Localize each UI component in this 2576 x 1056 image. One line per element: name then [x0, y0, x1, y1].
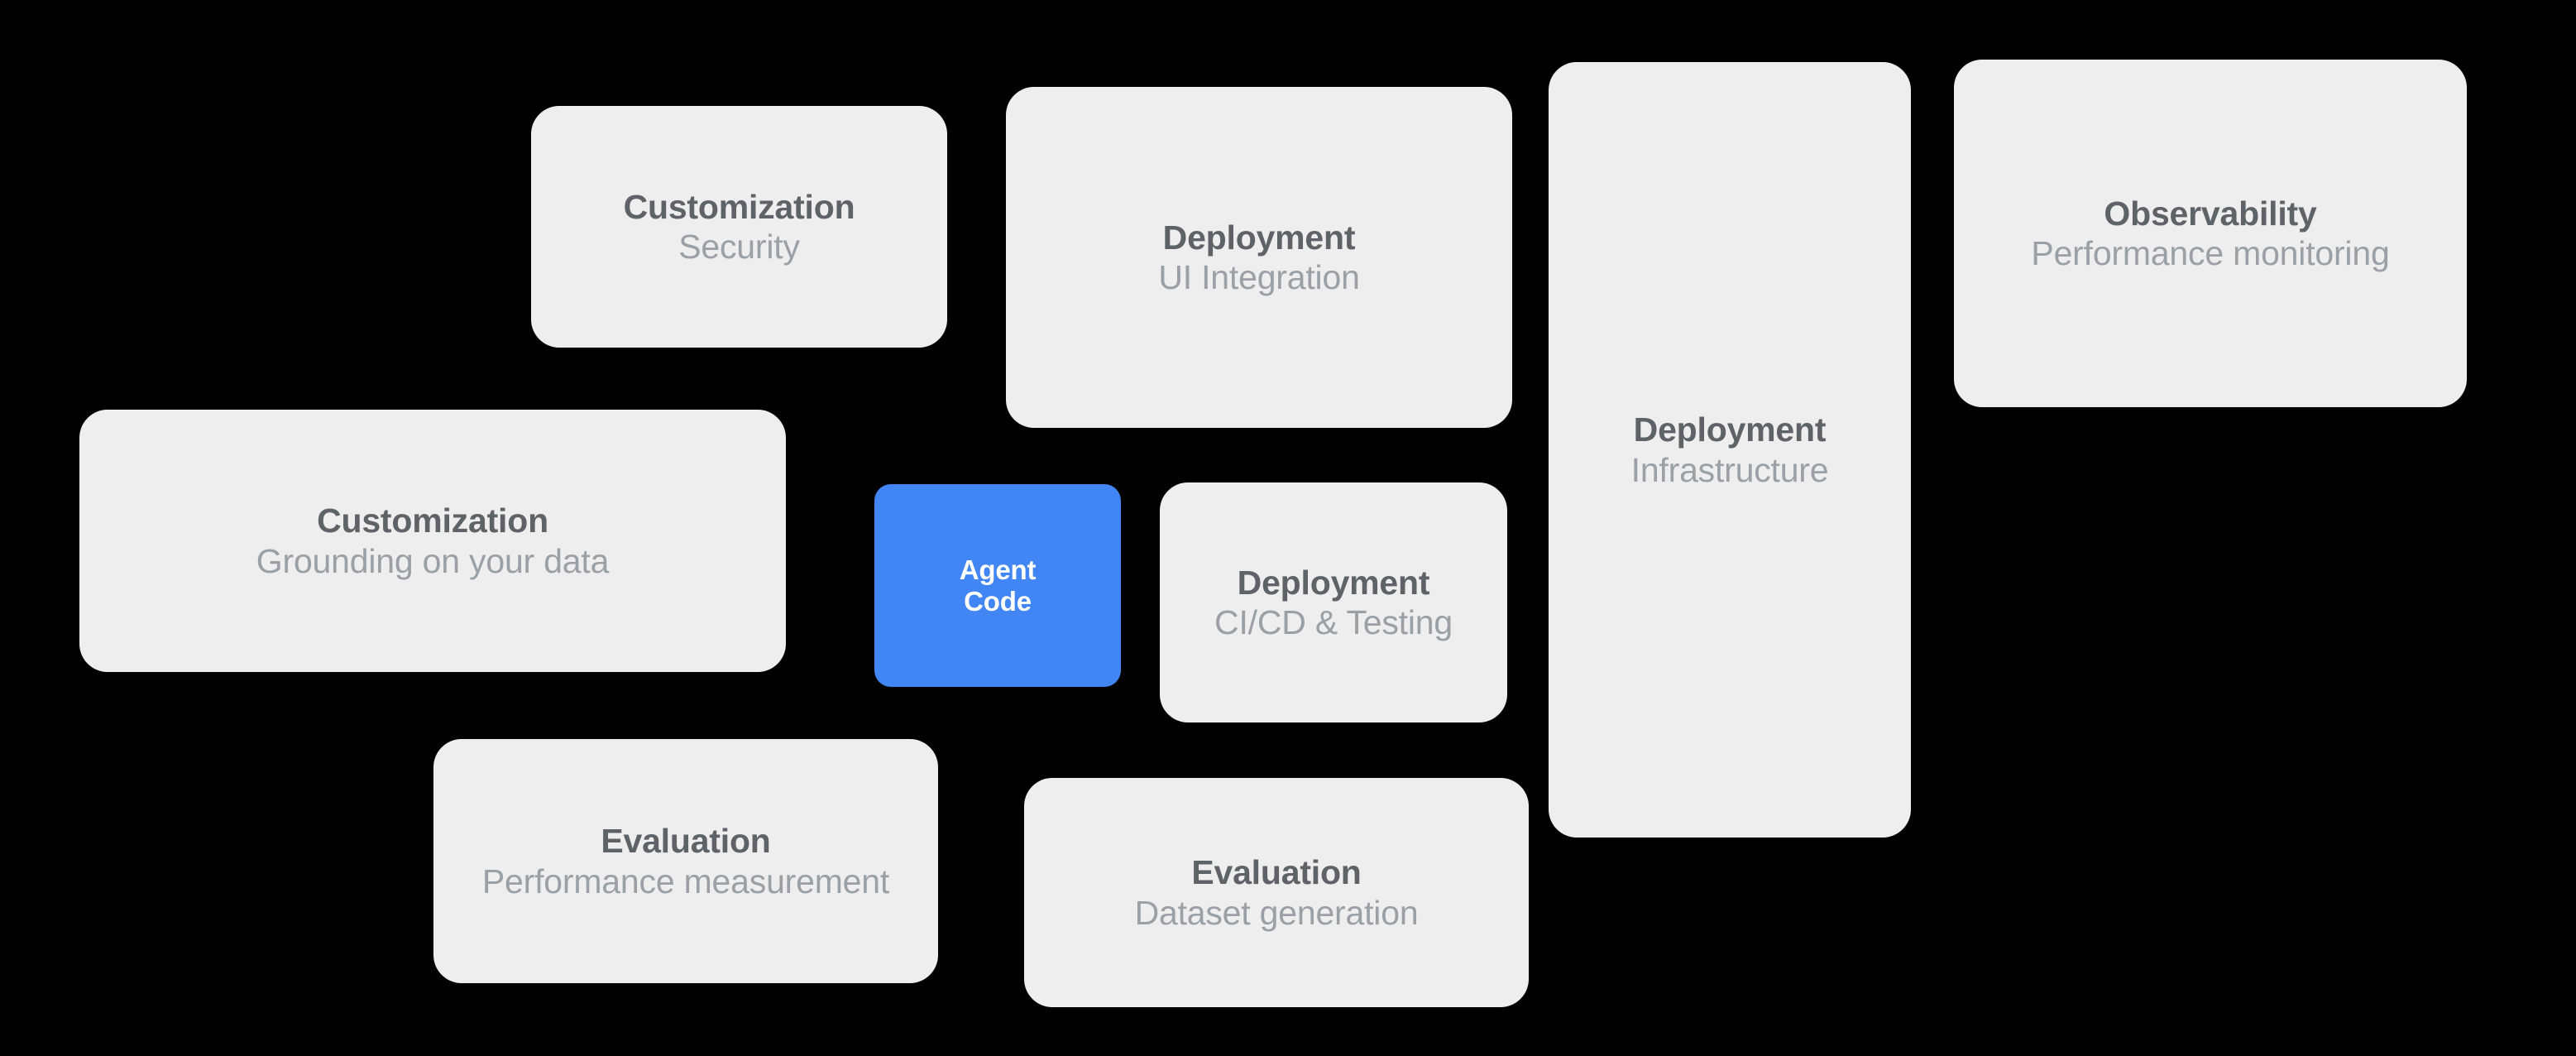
- card-title: Deployment: [1633, 410, 1827, 449]
- card-subtitle: Grounding on your data: [256, 541, 610, 580]
- card-subtitle: Performance monitoring: [2031, 234, 2390, 272]
- card-title: Customization: [623, 187, 855, 226]
- card-title: Deployment: [1162, 218, 1356, 257]
- card-deployment-infrastructure[interactable]: Deployment Infrastructure: [1549, 62, 1911, 838]
- card-title-line-1: Agent: [959, 554, 1037, 585]
- card-observability-performance-monitoring[interactable]: Observability Performance monitoring: [1954, 60, 2467, 407]
- card-subtitle: Infrastructure: [1630, 450, 1829, 489]
- card-title: Deployment: [1237, 563, 1430, 602]
- card-customization-security[interactable]: Customization Security: [531, 106, 947, 348]
- card-title-line-2: Code: [964, 585, 1032, 617]
- card-subtitle: UI Integration: [1158, 258, 1360, 296]
- card-subtitle: Security: [678, 228, 800, 266]
- card-title: Evaluation: [601, 822, 771, 861]
- card-subtitle: Performance measurement: [481, 862, 890, 900]
- card-deployment-cicd-testing[interactable]: Deployment CI/CD & Testing: [1160, 482, 1507, 722]
- card-subtitle: CI/CD & Testing: [1214, 603, 1453, 641]
- card-agent-code[interactable]: Agent Code: [874, 484, 1121, 687]
- card-subtitle: Dataset generation: [1134, 893, 1419, 932]
- card-title: Customization: [317, 502, 548, 540]
- card-title: Observability: [2104, 194, 2317, 233]
- card-evaluation-dataset-generation[interactable]: Evaluation Dataset generation: [1024, 778, 1529, 1007]
- card-evaluation-performance-measurement[interactable]: Evaluation Performance measurement: [433, 739, 938, 983]
- card-title: Evaluation: [1191, 853, 1362, 892]
- card-deployment-ui-integration[interactable]: Deployment UI Integration: [1006, 87, 1512, 428]
- card-customization-grounding[interactable]: Customization Grounding on your data: [79, 410, 786, 672]
